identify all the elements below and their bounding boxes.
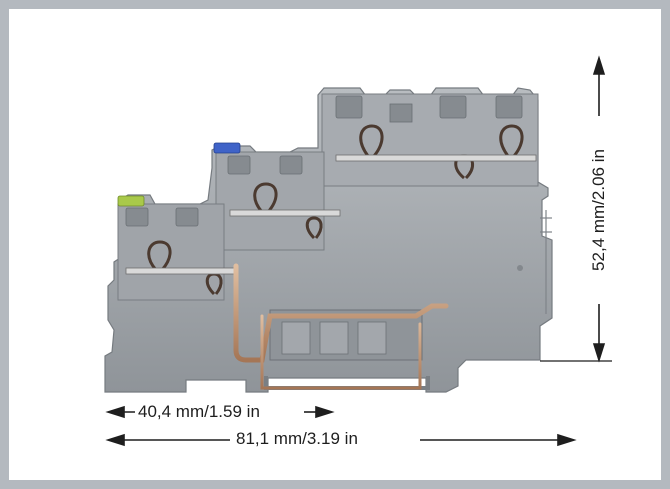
blue-marker [213, 142, 241, 154]
left-arrow [105, 433, 125, 447]
base-ribs [281, 321, 387, 355]
height-label: 52,4 mm/2.06 in [589, 146, 609, 274]
dimension-total-width [105, 433, 577, 447]
copper-jumper [233, 263, 449, 363]
total-width-label: 81,1 mm/3.19 in [233, 429, 361, 449]
lower-current-bar [125, 267, 237, 275]
middle-clamps [253, 182, 323, 240]
copper-jumper-2 [260, 314, 422, 390]
right-arrow [315, 405, 335, 419]
lower-slots [125, 207, 199, 227]
up-arrow [592, 55, 606, 75]
middle-slots [227, 155, 303, 175]
upper-slots [335, 95, 523, 123]
housing-dot [517, 265, 523, 271]
dimension-height [540, 55, 612, 363]
upper-current-bar [335, 154, 537, 162]
terminal-block-product-image [104, 87, 553, 393]
partial-width-label: 40,4 mm/1.59 in [135, 402, 263, 422]
green-yellow-marker [117, 195, 145, 207]
middle-current-bar [229, 209, 341, 217]
right-arrow [557, 433, 577, 447]
side-ribs [540, 210, 552, 314]
down-arrow [592, 343, 606, 363]
dimension-partial-width [105, 405, 335, 419]
left-arrow [105, 405, 125, 419]
